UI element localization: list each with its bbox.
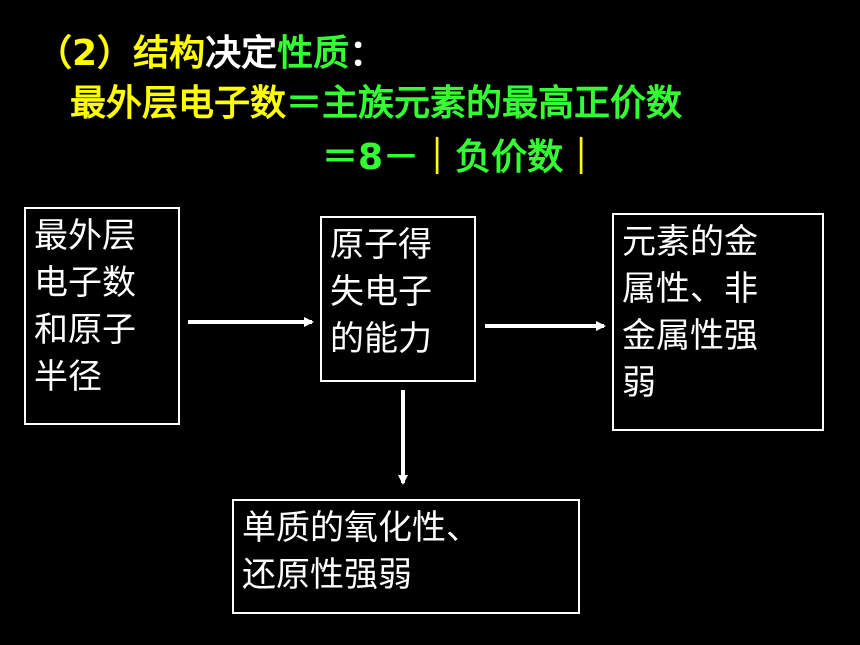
formula-abs-close: ｜ bbox=[563, 137, 600, 178]
title-paren-number: （2） bbox=[36, 33, 134, 74]
structure-box: 最外层 电子数 和原子 半径 bbox=[24, 207, 180, 425]
formula-eq1: ＝ bbox=[286, 83, 323, 124]
structure-box-line: 最外层 bbox=[34, 216, 136, 256]
ability-box-line: 的能力 bbox=[330, 319, 432, 359]
title-line: （2）结构决定性质： bbox=[36, 30, 385, 78]
formula-rhs: 主族元素的最高正价数 bbox=[322, 83, 683, 124]
formula-negative-valence: 负价数 bbox=[455, 137, 564, 178]
structure-box-line: 和原子 bbox=[34, 310, 136, 350]
electron-ability-box: 原子得 失电子 的能力 bbox=[320, 216, 476, 382]
formula-line-1: 最外层电子数＝主族元素的最高正价数 bbox=[70, 80, 682, 128]
formula-abs-open: ｜ bbox=[419, 137, 456, 178]
title-colon: ： bbox=[349, 33, 386, 74]
redox-property-box: 单质的氧化性、 还原性强弱 bbox=[232, 499, 580, 614]
metallic-box-line: 弱 bbox=[622, 363, 656, 403]
formula-line-2: ＝8－｜负价数｜ bbox=[322, 134, 599, 182]
redox-box-line: 还原性强弱 bbox=[242, 555, 412, 595]
ability-box-line: 原子得 bbox=[330, 225, 432, 265]
formula-eq2: ＝8－ bbox=[322, 137, 420, 178]
metallic-box-line: 属性、非 bbox=[622, 269, 758, 309]
ability-box-line: 失电子 bbox=[330, 272, 432, 312]
title-structure: 结构 bbox=[133, 33, 206, 74]
title-property: 性质 bbox=[277, 33, 350, 74]
title-determines: 决定 bbox=[205, 33, 278, 74]
metallic-property-box: 元素的金 属性、非 金属性强 弱 bbox=[612, 213, 824, 431]
redox-box-line: 单质的氧化性、 bbox=[242, 508, 480, 548]
metallic-box-line: 金属性强 bbox=[622, 316, 758, 356]
structure-box-line: 电子数 bbox=[34, 263, 136, 303]
metallic-box-line: 元素的金 bbox=[622, 222, 758, 262]
structure-box-line: 半径 bbox=[34, 357, 102, 397]
formula-lhs: 最外层电子数 bbox=[70, 83, 287, 124]
